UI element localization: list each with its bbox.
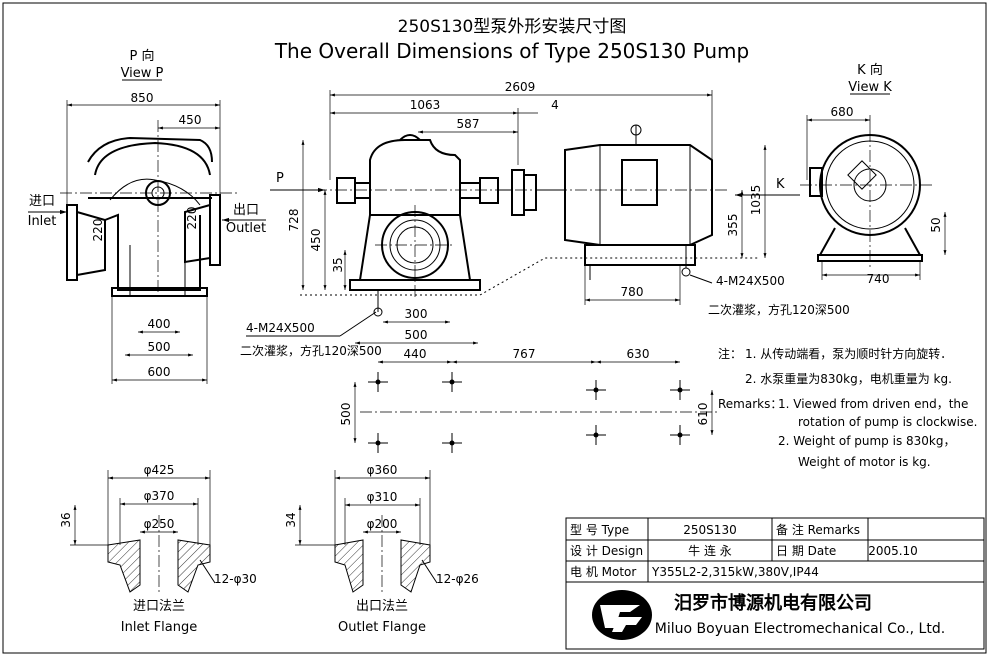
side-view: 2609 1063 4 587 P 728 450 35 bbox=[240, 80, 850, 358]
dim-355: 355 bbox=[726, 214, 740, 237]
note-en-2b: Weight of motor is kg. bbox=[798, 455, 931, 469]
tb-date-value: 2005.10 bbox=[868, 544, 918, 558]
inlet-flange: φ425 φ370 φ250 36 12-φ30 进口法兰 Inlet Flan… bbox=[59, 463, 257, 635]
dim-850: 850 bbox=[131, 91, 154, 105]
note-cn-2: 2. 水泵重量为830kg，电机重量为 kg. bbox=[745, 372, 952, 386]
anchor-pump-grout: 二次灌浆，方孔120深500 bbox=[240, 343, 382, 358]
tb-date-label: 日 期 Date bbox=[776, 544, 836, 558]
note-cn-1: 1. 从传动端看，泵为顺时针方向旋转． bbox=[745, 346, 952, 361]
anchor-motor-bolt: 4-M24X500 bbox=[716, 274, 785, 288]
tb-type-label: 型 号 Type bbox=[570, 523, 629, 537]
dim-600: 600 bbox=[148, 365, 171, 379]
dim-680: 680 bbox=[831, 105, 854, 119]
inlet-thick: 36 bbox=[59, 512, 73, 527]
dim-35: 35 bbox=[331, 257, 345, 272]
dim-300: 300 bbox=[405, 307, 428, 321]
dim-2609: 2609 bbox=[505, 80, 536, 94]
outlet-cn: 出口 bbox=[233, 203, 259, 218]
dim-767: 767 bbox=[513, 347, 536, 361]
note-en-2a: 2. Weight of pump is 830kg， bbox=[778, 434, 955, 448]
outlet-flange-cn: 出口法兰 bbox=[356, 599, 408, 614]
dim-630: 630 bbox=[627, 347, 650, 361]
dim-610: 610 bbox=[696, 403, 710, 426]
tb-design-label: 设 计 Design bbox=[570, 544, 643, 558]
company-cn: 汨罗市博源机电有限公司 bbox=[674, 592, 872, 614]
title-en: The Overall Dimensions of Type 250S130 P… bbox=[274, 39, 749, 63]
outlet-flange: φ360 φ310 φ200 34 12-φ26 出口法兰 Outlet Fla… bbox=[284, 463, 479, 635]
outlet-flange-en: Outlet Flange bbox=[338, 620, 426, 635]
outlet-en: Outlet bbox=[226, 221, 266, 236]
inlet-d-bolt: φ370 bbox=[144, 489, 175, 503]
dim-400: 400 bbox=[148, 317, 171, 331]
anchor-motor-grout: 二次灌浆，方孔120深500 bbox=[708, 302, 850, 317]
view-p-en: View P bbox=[121, 66, 164, 81]
tb-design-value: 牛 连 永 bbox=[688, 543, 732, 558]
tb-remarks-label: 备 注 Remarks bbox=[776, 522, 860, 537]
view-k-en: View K bbox=[848, 80, 892, 95]
inlet-flange-cn: 进口法兰 bbox=[133, 599, 185, 614]
arrow-k: K bbox=[776, 177, 785, 192]
dim-440: 440 bbox=[404, 347, 427, 361]
inlet-en: Inlet bbox=[28, 214, 57, 229]
inlet-cn: 进口 bbox=[29, 194, 55, 209]
outlet-d-outer: φ360 bbox=[367, 463, 398, 477]
view-p: P 向 View P 850 450 220 220 进口 Inl bbox=[28, 48, 266, 384]
note-en-1a: 1. Viewed from driven end，the bbox=[778, 397, 968, 411]
dim-500-p: 500 bbox=[148, 340, 171, 354]
inlet-holes: 12-φ30 bbox=[214, 572, 257, 586]
dim-220-out: 220 bbox=[185, 207, 199, 230]
note-en-1b: rotation of pump is clockwise. bbox=[798, 415, 977, 429]
dim-780: 780 bbox=[621, 285, 644, 299]
dim-4: 4 bbox=[551, 98, 559, 112]
tb-motor-label: 电 机 Motor bbox=[570, 565, 636, 579]
dim-50: 50 bbox=[929, 217, 943, 232]
dim-587: 587 bbox=[457, 117, 480, 131]
dim-220-in: 220 bbox=[91, 219, 105, 242]
title-cn: 250S130型泵外形安装尺寸图 bbox=[398, 17, 627, 37]
tb-motor-value: Y355L2-2,315kW,380V,IP44 bbox=[651, 565, 819, 579]
dim-plan-500: 500 bbox=[339, 403, 353, 426]
outlet-holes: 12-φ26 bbox=[436, 572, 479, 586]
outlet-thick: 34 bbox=[284, 512, 298, 527]
dim-450-p: 450 bbox=[179, 113, 202, 127]
notes: 注： 1. 从传动端看，泵为顺时针方向旋转． 2. 水泵重量为830kg，电机重… bbox=[718, 346, 977, 469]
note-cn-head: 注： bbox=[718, 346, 742, 361]
foundation-plan: 440 767 630 500 610 bbox=[339, 347, 720, 453]
dim-740: 740 bbox=[867, 272, 890, 286]
view-k: K 向 View K 680 740 50 bbox=[800, 62, 947, 286]
view-k-cn: K 向 bbox=[857, 62, 883, 78]
arrow-p: P bbox=[276, 171, 284, 186]
anchor-pump-bolt: 4-M24X500 bbox=[246, 321, 315, 335]
dim-450-side: 450 bbox=[309, 229, 323, 252]
inlet-d-outer: φ425 bbox=[144, 463, 175, 477]
dim-728: 728 bbox=[287, 209, 301, 232]
dim-1063: 1063 bbox=[410, 98, 441, 112]
inlet-flange-en: Inlet Flange bbox=[121, 620, 197, 635]
note-en-head: Remarks： bbox=[718, 397, 782, 411]
title-block: 型 号 Type 250S130 备 注 Remarks 设 计 Design … bbox=[565, 517, 985, 650]
tb-type-value: 250S130 bbox=[683, 523, 736, 537]
view-p-cn: P 向 bbox=[130, 48, 155, 64]
outlet-d-bolt: φ310 bbox=[367, 490, 398, 504]
dim-500-side: 500 bbox=[405, 328, 428, 342]
dim-1035: 1035 bbox=[749, 185, 763, 216]
company-en: Miluo Boyuan Electromechanical Co., Ltd. bbox=[655, 621, 945, 637]
company-logo bbox=[592, 590, 652, 640]
